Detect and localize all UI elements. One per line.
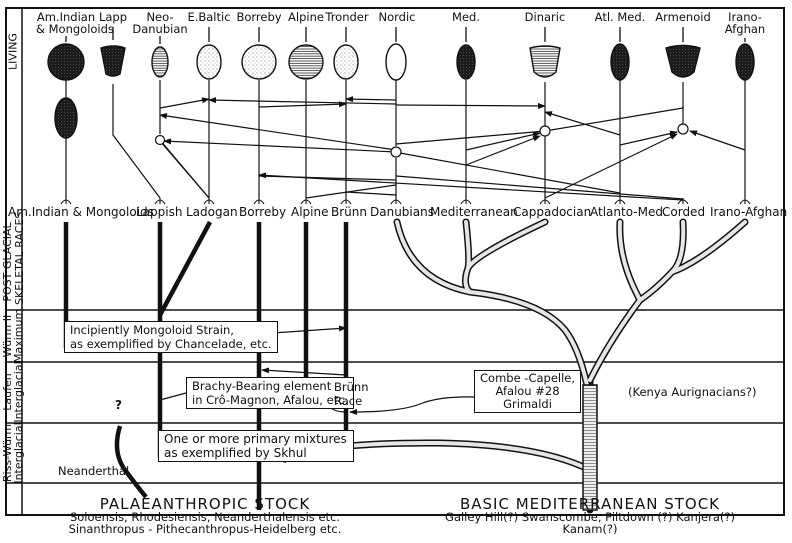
head-shape-dark-oval	[456, 44, 476, 80]
living-label-am-indian: Am.Indian& Mongoloids	[36, 10, 114, 35]
head-shape-lined-shield	[529, 45, 561, 78]
skeletal-label-lappish: Lappish	[136, 205, 183, 219]
living-label-lapp: Lapp	[98, 10, 128, 24]
label-neanderthal: Neanderthal	[58, 464, 130, 478]
period-label-wurm-line2: Maximum	[12, 308, 25, 363]
living-label-ticks	[65, 27, 746, 44]
head-shape-dark-oval	[610, 43, 630, 81]
skeletal-label-borreby: Borreby	[239, 205, 287, 219]
mediterranean-tree	[275, 218, 749, 514]
palaeanthropic-lineages	[63, 220, 349, 510]
box-line2: as exemplified by Skhul	[164, 446, 307, 460]
period-label-living: LIVING	[6, 33, 20, 70]
box-line1: One or more primary mixtures	[164, 432, 347, 446]
palaeanthropic-stock-line1: Soloensis, Rhodesiensis, Neanderthalensi…	[69, 510, 341, 524]
skeletal-label-irano-afghan: Irano-Afghan	[710, 205, 788, 219]
box-line2: in Crô-Magnon, Afalou, etc.	[192, 393, 349, 407]
box-line1: Brachy-Bearing element	[192, 379, 332, 393]
mediterranean-stock-line2: Kanam(?)	[562, 522, 618, 536]
box-combe-capelle: Combe -Capelle, Afalou #28 Grimaldi	[474, 370, 582, 413]
living-label-e-baltic: E.Baltic	[187, 10, 231, 24]
period-label-laufen-line2: Interglacial	[12, 361, 25, 423]
head-shape-stippled-oval	[196, 44, 222, 80]
mediterranean-stock-line1: Galley Hill(?) Swanscombe, Piltdown (?) …	[445, 510, 735, 524]
outer-frame	[5, 7, 785, 516]
head-shape-lined-round	[288, 44, 324, 80]
label-brunn-race-line2: Race	[334, 394, 363, 408]
label-brunn-race-line1: Brünn	[334, 380, 369, 394]
lineage-neanderthal	[114, 425, 148, 499]
period-label-wurm: Würm II Maximum	[1, 308, 25, 363]
living-label-tronder: Tronder	[325, 10, 369, 24]
living-label-line1: Neo-	[146, 10, 174, 24]
living-label-line1: Irano-	[728, 10, 762, 24]
skeletal-label-alpine: Alpine	[291, 205, 329, 219]
living-label-atl-med: Atl. Med.	[594, 10, 646, 24]
head-shape-dark-trapezoid	[100, 45, 126, 77]
head-shape-light-oval	[385, 43, 407, 81]
box-line1: Incipiently Mongoloid Strain,	[70, 323, 234, 337]
box-line1: Combe -Capelle,	[480, 371, 576, 385]
skeletal-label-atlanto-med: Atlanto-Med.	[590, 205, 667, 219]
box-brachy-bearing: Brachy-Bearing element in Crô-Magnon, Af…	[186, 377, 355, 409]
living-label-line2: Afghan	[724, 22, 766, 36]
head-shape-stippled-round	[241, 44, 277, 80]
living-head-shapes	[47, 43, 755, 139]
living-label-nordic: Nordic	[378, 10, 416, 24]
mediterranean-trunk	[582, 384, 598, 511]
label-brunn-race: Brünn Race	[334, 380, 368, 408]
head-shape-dark-shield	[665, 44, 701, 78]
box-line2: Afalou #28	[495, 384, 560, 398]
descent-network	[65, 80, 746, 201]
mediterranean-stock-title: BASIC MEDITERRANEAN STOCK	[459, 495, 721, 513]
living-label-line1: Am.Indian	[36, 10, 96, 24]
living-label-borreby: Borreby	[236, 10, 282, 24]
head-shape-stippled-oval	[333, 44, 359, 80]
living-label-neo-danubian: Neo-Danubian	[130, 11, 190, 35]
head-shape-dark-round	[47, 43, 85, 81]
skeletal-node-markers	[60, 198, 751, 205]
skeletal-label-mediterranean: Mediterranean	[430, 205, 518, 219]
box-line3: Grimaldi	[503, 397, 552, 411]
skeletal-label-corded: Corded	[662, 205, 706, 219]
living-label-armenoid: Armenoid	[655, 10, 711, 24]
period-label-laufen: Laufen Interglacial	[1, 357, 25, 427]
label-question-mark: ?	[115, 398, 122, 412]
period-label-riss: Riss-Würm Interglacial	[1, 418, 25, 488]
living-label-line2: Danubian	[132, 22, 188, 36]
head-shape-dark-oval	[735, 43, 755, 81]
box-incipiently-mongoloid: Incipiently Mongoloid Strain, as exempli…	[64, 321, 278, 353]
head-shape-dark-oval	[54, 97, 78, 139]
living-label-irano-afghan: Irano-Afghan	[720, 11, 770, 35]
skeletal-label-cappadocian: Cappadocian	[513, 205, 592, 219]
label-kenya-aurignacians: (Kenya Aurignacians?)	[628, 385, 757, 399]
period-label-postglacial: POST GLACIAL SKELETAL RACES	[1, 212, 26, 305]
box-primary-mixtures-skhul: One or more primary mixtures as exemplif…	[158, 430, 354, 462]
head-shape-lined-oval	[151, 46, 169, 78]
living-label-line2: & Mongoloids	[36, 22, 114, 36]
living-label-alpine: Alpine	[288, 10, 324, 24]
period-label-riss-line2: Interglacial	[12, 422, 25, 484]
palaeanthropic-stock-title: PALAEANTHROPIC STOCK	[99, 495, 311, 513]
period-label-postglacial-line2: SKELETAL RACES	[13, 211, 26, 305]
living-label-dinaric: Dinaric	[524, 10, 566, 24]
box-line2: as exemplified by Chancelade, etc.	[70, 337, 272, 351]
palaeanthropic-stock-line2: Sinanthropus - Pithecanthropus-Heidelber…	[68, 522, 342, 536]
skeletal-label-ladogan: Ladogan	[186, 205, 238, 219]
skeletal-label-brunn: Brünn	[331, 205, 367, 219]
lineage-ladogan	[158, 220, 212, 317]
skeletal-label-am-indian: Am.Indian & Mongoloids	[8, 205, 154, 219]
skeletal-label-danubians: Danubians	[370, 205, 434, 219]
living-label-med: Med.	[452, 10, 480, 24]
